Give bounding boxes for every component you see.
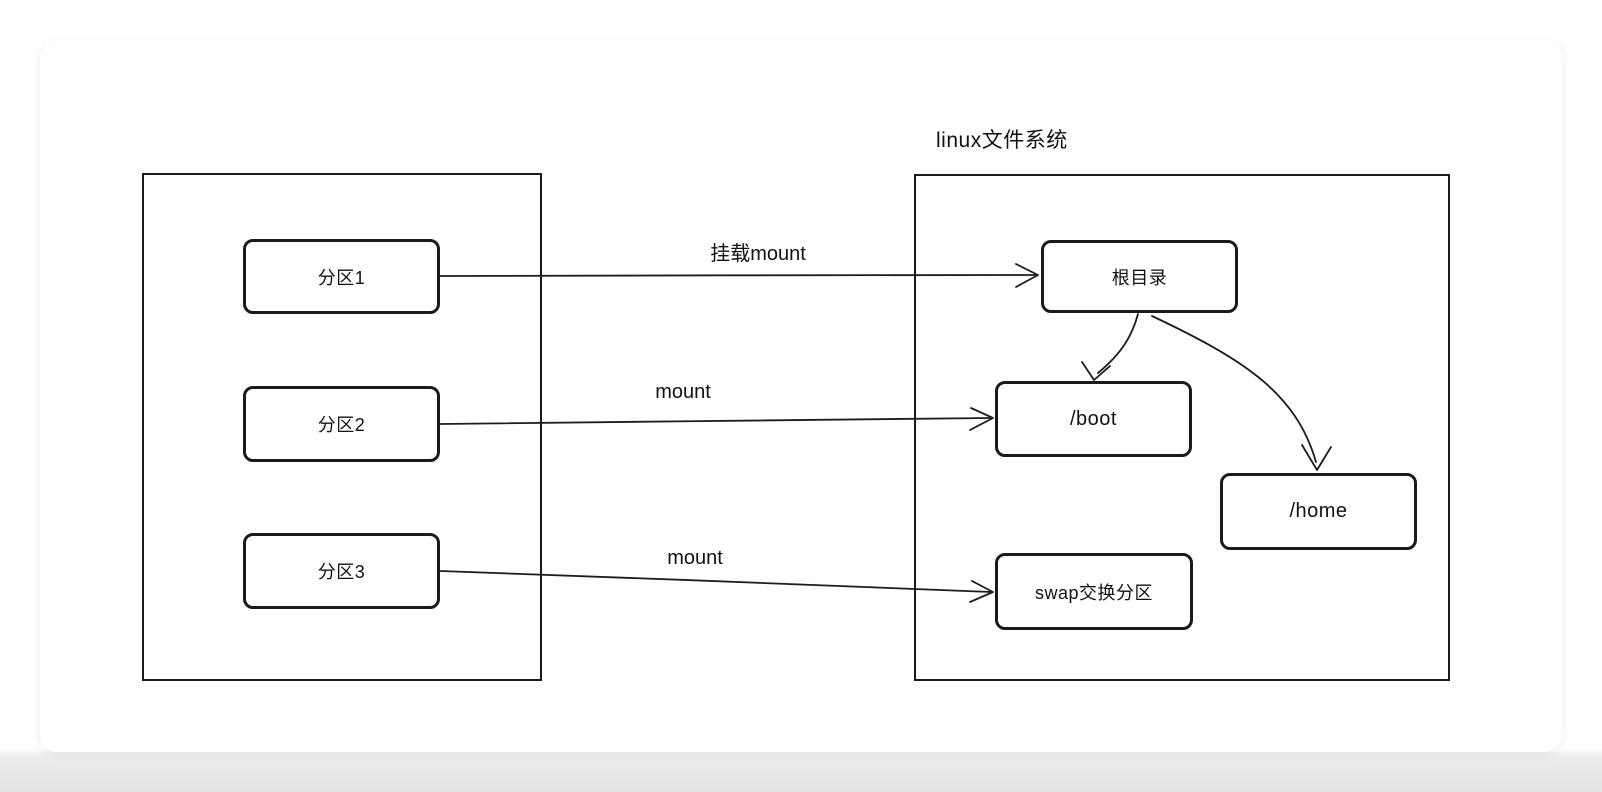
edge-partition1-root-arrowhead-icon <box>1015 263 1039 288</box>
edges-layer <box>439 263 1332 603</box>
node-root-directory-label: 根目录 <box>1111 267 1168 288</box>
node-partition-1: 分区1 <box>243 239 440 314</box>
node-swap-partition-label: swap交换分区 <box>1034 582 1154 603</box>
edge-root-home-curve <box>1151 315 1317 463</box>
node-home-label: /home <box>1289 500 1348 522</box>
edge-label-mount-root: 挂载mount <box>710 243 806 265</box>
edge-partition2-boot-line <box>439 417 992 425</box>
filesystem-title: linux文件系统 <box>936 129 1068 152</box>
node-root-directory: 根目录 <box>1041 240 1238 313</box>
edge-root-home-arrowhead-icon <box>1301 444 1332 471</box>
edge-partition1-root-line <box>439 273 1037 277</box>
edge-root-boot-arrowhead-icon <box>1081 361 1111 381</box>
node-partition-3-label: 分区3 <box>317 562 366 582</box>
node-boot-label: /boot <box>1070 407 1117 430</box>
node-partition-2-label: 分区2 <box>317 415 366 435</box>
edge-partition2-boot-arrowhead-icon <box>969 407 994 431</box>
node-home: /home <box>1220 473 1417 550</box>
node-partition-3: 分区3 <box>243 533 440 609</box>
node-partition-1-label: 分区1 <box>317 267 366 288</box>
partitions-group-box <box>142 173 542 681</box>
edge-partition3-swap-line <box>439 570 992 593</box>
node-boot: /boot <box>995 381 1192 457</box>
edge-root-boot-curve <box>1097 313 1139 374</box>
diagram-canvas: linux文件系统 分区1 分区2 分区3 根目录 /boot /home sw… <box>40 40 1562 752</box>
node-swap-partition: swap交换分区 <box>995 553 1193 630</box>
edge-label-mount-swap: mount <box>667 547 723 569</box>
edge-label-mount-boot: mount <box>655 381 711 403</box>
edge-partition3-swap-arrowhead-icon <box>969 580 994 603</box>
node-partition-2: 分区2 <box>243 386 440 462</box>
filesystem-group-box <box>914 174 1450 681</box>
